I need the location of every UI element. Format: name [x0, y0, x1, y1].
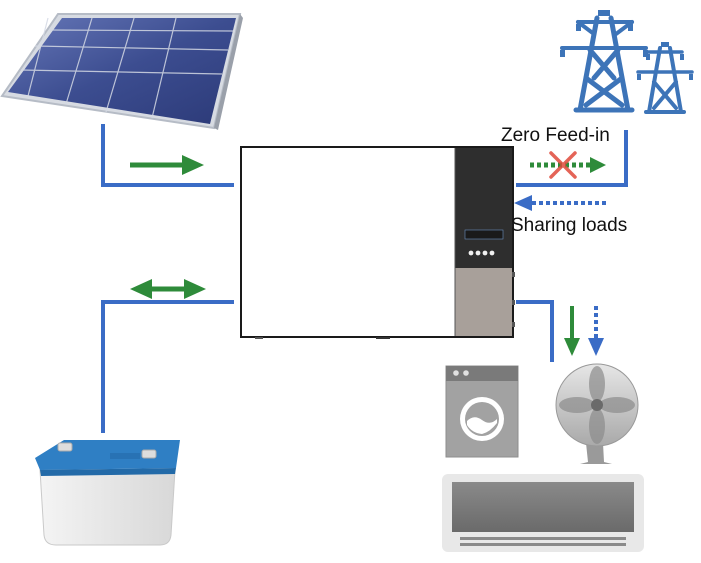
- solar-wire: [101, 124, 234, 187]
- zero-feed-in-label: Zero Feed-in: [501, 125, 610, 146]
- transmission-tower-icon: [560, 10, 694, 114]
- sharing-loads-arrow: [514, 195, 606, 211]
- blocked-cross-icon: [549, 151, 577, 179]
- loads-solar-arrow: [564, 306, 580, 356]
- fan-icon: [555, 363, 639, 464]
- solar-flow-arrow: [130, 155, 204, 175]
- washing-machine-icon: [445, 365, 519, 458]
- sharing-loads-label: Sharing loads: [511, 215, 628, 236]
- grid-wire: [516, 130, 628, 187]
- loads-grid-arrow: [588, 306, 604, 356]
- battery-wire: [101, 300, 234, 433]
- air-conditioner-icon: [442, 474, 644, 552]
- battery-flow-arrow: [130, 279, 206, 299]
- solar-panel-icon: [0, 13, 243, 130]
- wires: [101, 124, 628, 433]
- loads-wire: [516, 300, 554, 362]
- car-battery-icon: [35, 440, 180, 546]
- inverter-icon: [240, 146, 515, 339]
